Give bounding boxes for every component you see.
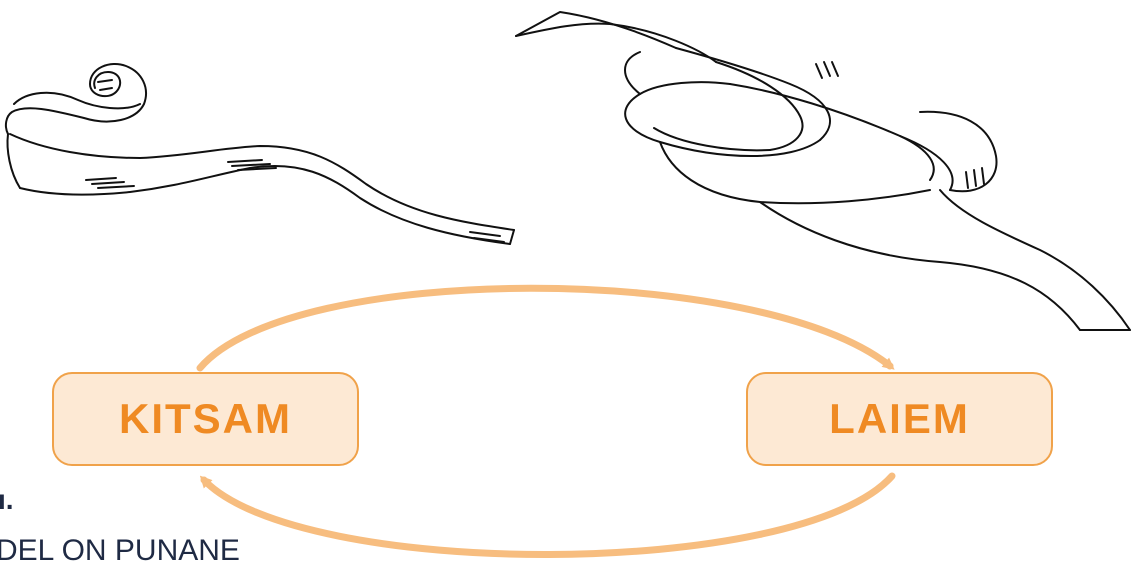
text-fragment-2: DEL ON PUNANE [0,534,240,568]
text-fragment-1: ı. [0,484,14,516]
node-laiem-label: LAIEM [829,395,970,443]
ribbon-twist-illustration [516,12,1130,330]
node-kitsam-label: KITSAM [119,395,292,443]
ribbon-spiral-illustration [6,64,514,244]
node-kitsam: KITSAM [52,372,359,466]
arrow-laiem-to-kitsam [204,476,892,555]
node-laiem: LAIEM [746,372,1053,466]
arrow-kitsam-to-laiem [200,288,890,368]
